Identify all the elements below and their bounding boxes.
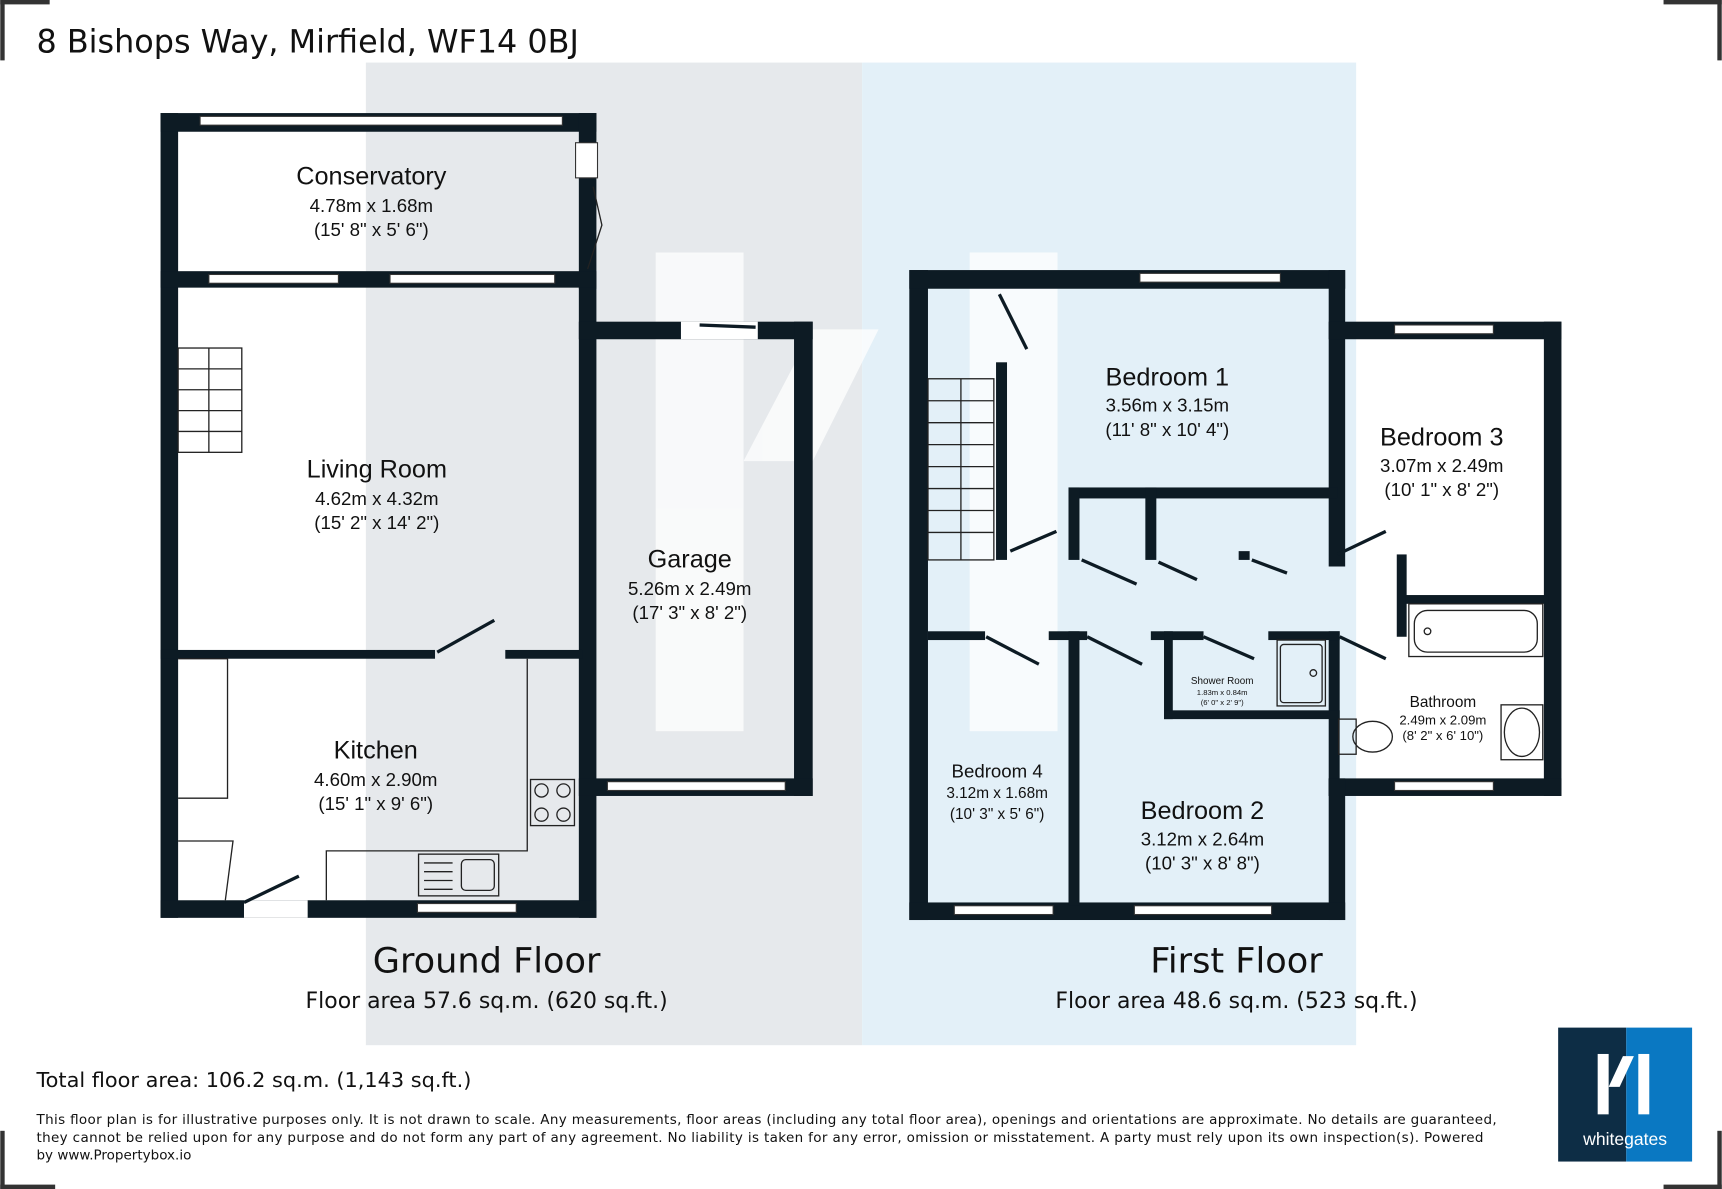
svg-text:Shower Room: Shower Room — [1191, 676, 1254, 687]
svg-text:3.12m x 2.64m: 3.12m x 2.64m — [1141, 828, 1264, 849]
svg-text:whitegates: whitegates — [1582, 1129, 1667, 1149]
first-floor-plan — [909, 270, 1562, 921]
svg-text:(15' 1" x 9' 6"): (15' 1" x 9' 6") — [318, 793, 433, 814]
svg-text:(15' 8" x 5' 6"): (15' 8" x 5' 6") — [314, 219, 429, 240]
first-floor-area: Floor area 48.6 sq.m. (523 sq.ft.) — [1055, 989, 1417, 1014]
svg-text:(15' 2" x 14' 2"): (15' 2" x 14' 2") — [314, 512, 439, 533]
svg-text:(10' 1" x 8' 2"): (10' 1" x 8' 2") — [1384, 479, 1499, 500]
room-bedroom-3: Bedroom 3 3.07m x 2.49m (10' 1" x 8' 2") — [1380, 424, 1504, 501]
whitegates-logo: whitegates — [1558, 1027, 1693, 1162]
ground-floor-plan — [160, 113, 813, 918]
svg-text:1.83m x 0.84m: 1.83m x 0.84m — [1197, 688, 1248, 697]
svg-text:Living Room: Living Room — [307, 456, 447, 484]
ground-floor-panel — [365, 62, 863, 1046]
svg-text:5.26m x 2.49m: 5.26m x 2.49m — [628, 578, 751, 599]
svg-text:2.49m x 2.09m: 2.49m x 2.09m — [1399, 713, 1486, 728]
room-kitchen: Kitchen 4.60m x 2.90m (15' 1" x 9' 6") — [314, 737, 437, 815]
svg-text:Bedroom 1: Bedroom 1 — [1106, 363, 1230, 391]
svg-text:Bedroom 2: Bedroom 2 — [1141, 797, 1265, 825]
svg-text:they cannot be relied upon for: they cannot be relied upon for any purpo… — [36, 1130, 1483, 1146]
room-bedroom-1: Bedroom 1 3.56m x 3.15m (11' 8" x 10' 4"… — [1105, 363, 1229, 440]
svg-text:(11' 8" x 10' 4"): (11' 8" x 10' 4") — [1105, 419, 1229, 440]
total-floor-area: Total floor area: 106.2 sq.m. (1,143 sq.… — [35, 1068, 471, 1092]
svg-text:4.62m x 4.32m: 4.62m x 4.32m — [315, 488, 438, 509]
svg-text:(6' 0" x 2' 9"): (6' 0" x 2' 9") — [1201, 698, 1244, 707]
first-floor-label: First Floor — [1150, 941, 1323, 982]
svg-text:Bedroom 3: Bedroom 3 — [1380, 424, 1504, 452]
svg-text:4.60m x 2.90m: 4.60m x 2.90m — [314, 769, 437, 790]
svg-text:3.07m x 2.49m: 3.07m x 2.49m — [1380, 455, 1503, 476]
room-conservatory: Conservatory 4.78m x 1.68m (15' 8" x 5' … — [296, 162, 447, 240]
svg-text:3.12m x 1.68m: 3.12m x 1.68m — [946, 785, 1048, 802]
property-address-title: 8 Bishops Way, Mirfield, WF14 0BJ — [36, 23, 578, 61]
svg-text:by www.Propertybox.io: by www.Propertybox.io — [36, 1147, 191, 1163]
svg-text:(10' 3" x 8' 8"): (10' 3" x 8' 8") — [1145, 853, 1260, 874]
room-bathroom: Bathroom 2.49m x 2.09m (8' 2" x 6' 10") — [1399, 694, 1486, 743]
svg-text:(8' 2" x 6' 10"): (8' 2" x 6' 10") — [1402, 728, 1483, 743]
svg-text:This floor plan is for illustr: This floor plan is for illustrative purp… — [35, 1112, 1496, 1128]
svg-text:Bathroom: Bathroom — [1410, 694, 1477, 711]
svg-text:Bedroom 4: Bedroom 4 — [952, 760, 1043, 781]
room-bedroom-4: Bedroom 4 3.12m x 1.68m (10' 3" x 5' 6") — [946, 760, 1048, 823]
svg-text:4.78m x 1.68m: 4.78m x 1.68m — [310, 195, 433, 216]
room-bedroom-2: Bedroom 2 3.12m x 2.64m (10' 3" x 8' 8") — [1141, 797, 1265, 874]
svg-text:Kitchen: Kitchen — [334, 737, 418, 765]
room-living-room: Living Room 4.62m x 4.32m (15' 2" x 14' … — [307, 456, 447, 534]
first-floor-panel — [862, 62, 1357, 1046]
room-garage: Garage 5.26m x 2.49m (17' 3" x 8' 2") — [628, 546, 751, 624]
ground-floor-label: Ground Floor — [373, 941, 601, 982]
svg-text:(10' 3" x 5' 6"): (10' 3" x 5' 6") — [950, 806, 1044, 823]
room-shower-room: Shower Room 1.83m x 0.84m (6' 0" x 2' 9"… — [1191, 676, 1254, 707]
disclaimer: This floor plan is for illustrative purp… — [35, 1112, 1496, 1163]
svg-text:3.56m x 3.15m: 3.56m x 3.15m — [1106, 395, 1229, 416]
ground-floor-area: Floor area 57.6 sq.m. (620 sq.ft.) — [306, 989, 668, 1014]
svg-text:Conservatory: Conservatory — [296, 162, 447, 190]
svg-text:(17' 3" x 8' 2"): (17' 3" x 8' 2") — [632, 602, 747, 623]
svg-text:Garage: Garage — [648, 546, 732, 574]
